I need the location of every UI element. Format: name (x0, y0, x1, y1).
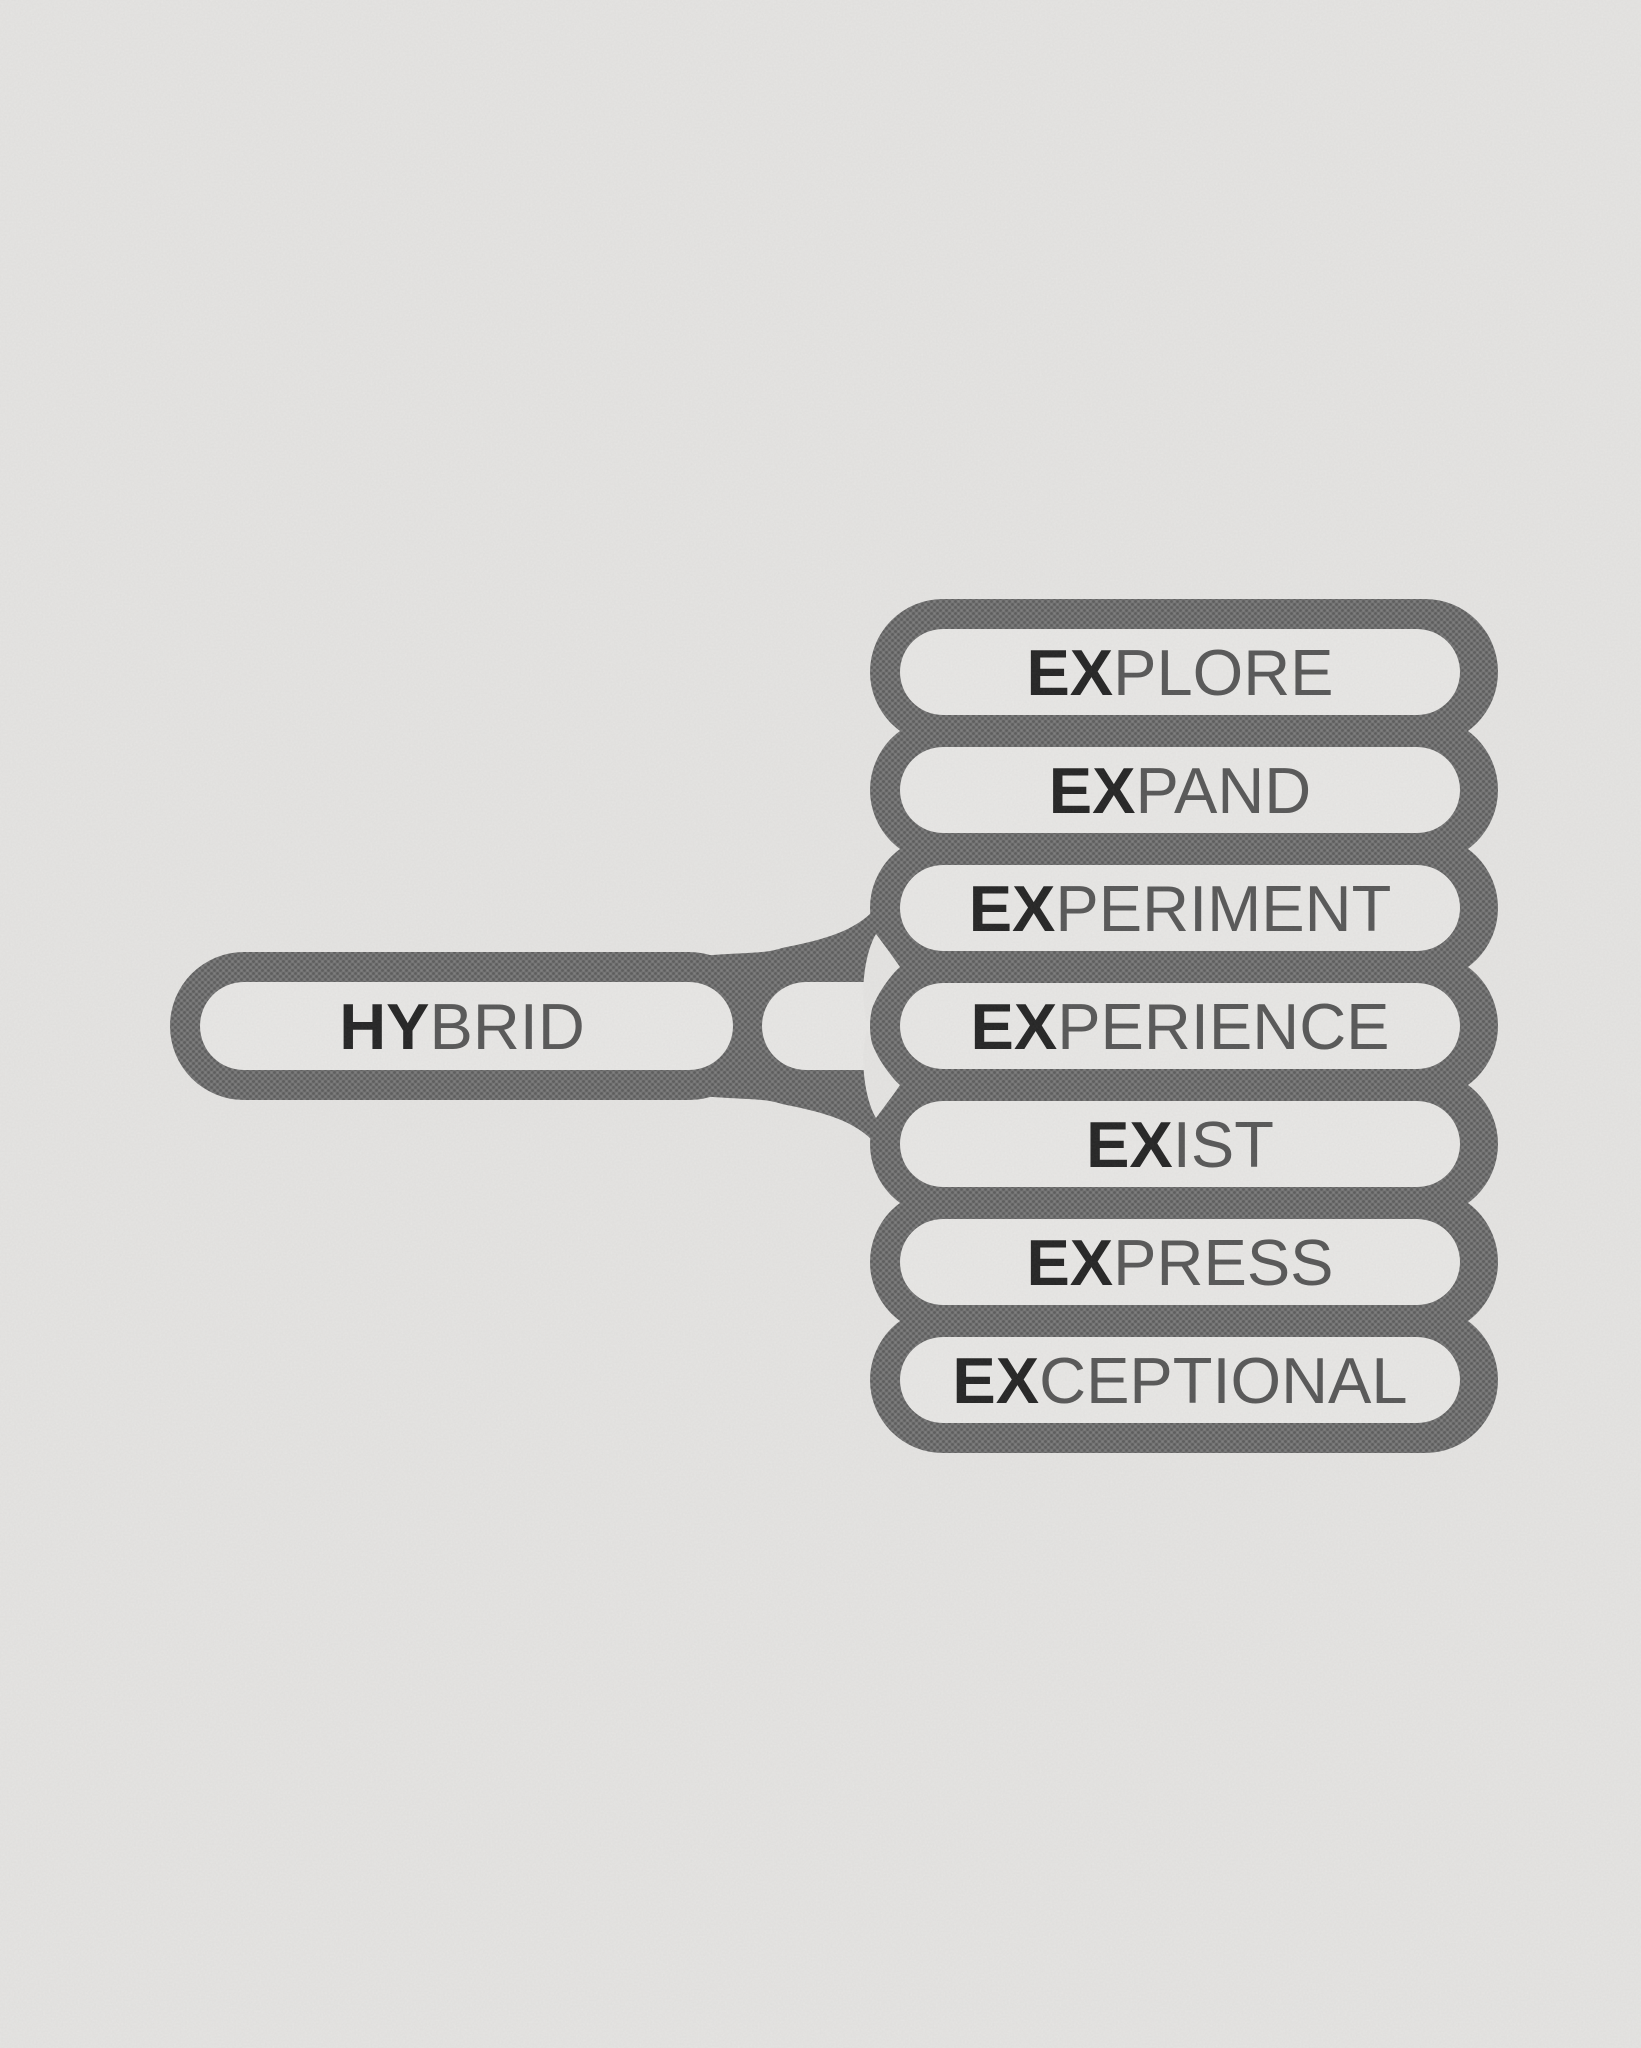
paper-grain-overlay (0, 0, 1641, 2048)
hybrid-ex-diagram: HYBRID EXPLORE EXPAND EXPERIMENT EXPERIE… (0, 0, 1641, 2048)
poster-canvas: HYBRID EXPLORE EXPAND EXPERIMENT EXPERIE… (0, 0, 1641, 2048)
